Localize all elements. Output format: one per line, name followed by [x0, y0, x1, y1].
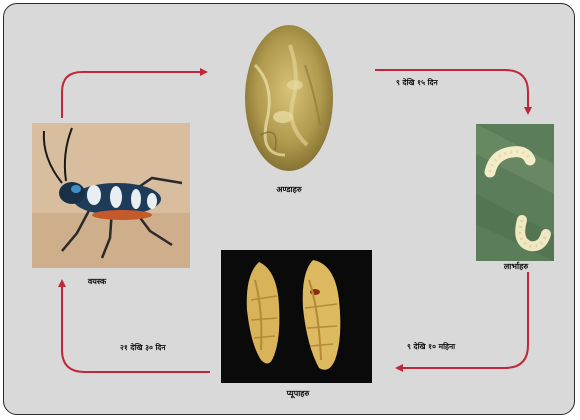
arrow-adult-to-eggs: [62, 72, 205, 118]
duration-eggs-to-larvae: ९ देखि १५ दिन: [396, 78, 438, 88]
adult-label: वयस्क: [88, 276, 106, 287]
pupae-image: [221, 250, 372, 383]
duration-pupae-to-adult: २१ देखि ३० दिन: [120, 343, 166, 353]
duration-larvae-to-pupae: ९ देखि १० महिना: [407, 342, 455, 352]
pupae-label: प्यूपाहरु: [287, 388, 310, 399]
larvae-image: [476, 124, 554, 261]
eggs-image: [245, 25, 333, 171]
eggs-label: अण्डाहरु: [276, 184, 301, 195]
arrow-larvae-to-pupae: [398, 272, 528, 368]
arrow-eggs-to-larvae: [375, 70, 528, 112]
adult-image: [32, 123, 190, 268]
larvae-label: लार्भाहरु: [504, 261, 528, 272]
arrow-pupae-to-adult: [62, 282, 210, 372]
